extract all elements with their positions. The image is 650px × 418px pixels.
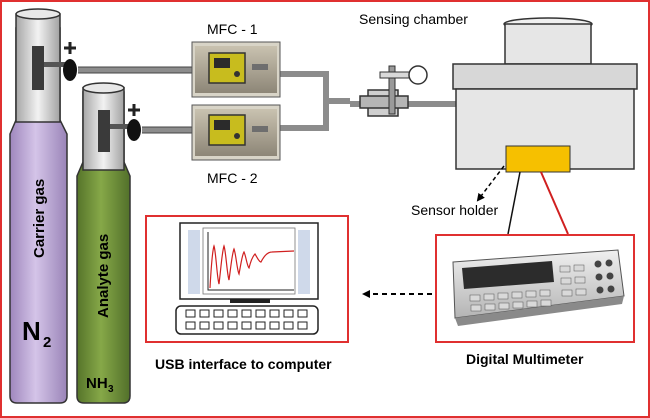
carrier-gas-cylinder: Carrier gas N 2 [9, 8, 77, 404]
analyte-valve-knob [127, 119, 141, 141]
carrier-gauge [32, 46, 44, 90]
sensor-element [505, 145, 571, 173]
carrier-gas-subscript: 2 [43, 334, 51, 351]
analyte-gas-cylinder: Analyte gas NH 3 [76, 82, 141, 404]
multimeter-display [462, 261, 554, 289]
carrier-gas-formula: N [22, 316, 41, 346]
mfc-2-label: MFC - 2 [207, 170, 258, 186]
gas-lines-outline [78, 66, 194, 134]
sensor-lead-black [507, 171, 521, 235]
sensor-response-trace [209, 244, 295, 289]
sensor-holder-arrow [476, 165, 505, 202]
mfc-1-label: MFC - 1 [207, 21, 258, 37]
sensor-response-graph [207, 232, 295, 291]
analyte-gas-label: Analyte gas [95, 234, 112, 318]
keyboard [175, 305, 319, 335]
computer-monitor [179, 222, 319, 300]
sensing-chamber-label: Sensing chamber [359, 11, 468, 27]
usb-interface-label: USB interface to computer [155, 356, 332, 372]
carrier-gas-label: Carrier gas [31, 179, 48, 258]
monitor-stand [230, 299, 270, 303]
analyte-gauge [98, 110, 110, 152]
mfc-2: MFC - 2 [191, 104, 281, 186]
sensing-chamber: Sensing chamber [359, 11, 638, 173]
analyte-gas-formula: NH [86, 375, 108, 392]
sensor-lead-red [540, 171, 569, 235]
sensor-holder-label: Sensor holder [411, 202, 499, 218]
digital-multimeter: Digital Multimeter [435, 234, 635, 367]
analyte-gas-subscript: 3 [108, 384, 114, 395]
computer: USB interface to computer [145, 215, 349, 372]
mixing-valve [359, 65, 428, 117]
carrier-valve-knob [63, 59, 77, 81]
mfc-1: MFC - 1 [191, 21, 281, 98]
digital-multimeter-label: Digital Multimeter [466, 351, 584, 367]
